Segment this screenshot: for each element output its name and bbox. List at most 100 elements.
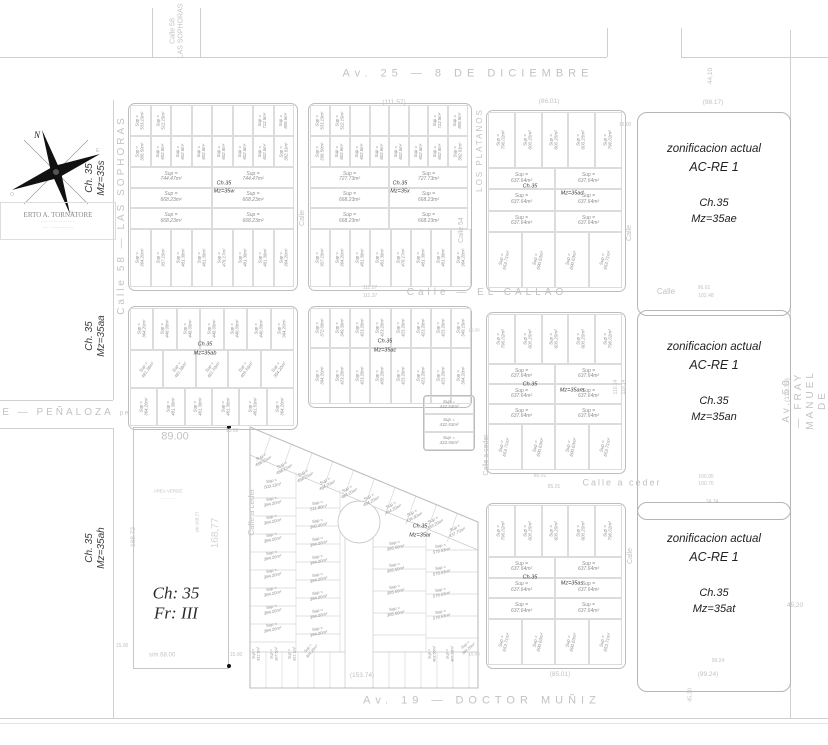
lot-cell: Sup = 808.5m² (447, 105, 468, 136)
lot-cell: Sup = 423.28m² (410, 348, 431, 404)
block-code-35x-ch: Ch.35 (392, 180, 408, 187)
lot-cell: Sup = 727.73m² (389, 167, 468, 188)
dim-15-00-b: 15.00 (225, 428, 239, 434)
lot-cell: Sup = 602.5m² (253, 136, 274, 167)
surveyor-subline-2: ···· · ····· ······ ···· (42, 225, 74, 231)
zoning-title: zonificacion actual (667, 341, 761, 353)
lot-label: Sup = 321.1m² (287, 647, 296, 661)
dim-111-37: 111.37 (362, 293, 378, 299)
lot-cell: Sup = 637.64m² (555, 189, 622, 211)
lot-cell: Sup = 637.64m² (555, 577, 622, 599)
lot-cell: Sup = 637.64m² (488, 404, 555, 424)
block-code-35w-ch: Ch.35 (216, 180, 232, 187)
lot-cell (389, 105, 409, 136)
lot-cell: Sup = 602.5m² (350, 136, 370, 167)
lot-cell: Sup = 668.23m² (389, 208, 468, 229)
lot-cell: Sup = 637.64m² (488, 210, 555, 232)
bottom-boundary-line (0, 718, 828, 719)
lot-cell: Sup = 364.20m² (130, 229, 151, 287)
label-area-verde: AREA VERDE (153, 488, 183, 494)
dim-110-14-b: 110.14 (621, 379, 627, 395)
lot-label: Sup = 331.5m² (251, 647, 260, 661)
street-calle-gi: Calle (626, 548, 634, 564)
lot-cell: Sup = 481.38m² (430, 229, 452, 287)
penaloza-line-top (0, 400, 113, 401)
dim-153-74-paren: (153.74) (349, 672, 375, 680)
lot-cell: Sup = 372.08m² (310, 308, 331, 348)
lot-cell: Sup = 668.23m² (389, 187, 468, 209)
dim-85-01-a: 85.01 (533, 473, 547, 479)
lot-cell: Sup = 744.47m² (212, 167, 294, 188)
lot-cell: Sup = 637.64m² (555, 598, 622, 619)
dim-100-76: 100.76 (698, 481, 714, 487)
lot-cell: Sup = 600.25m² (541, 112, 569, 168)
lot-cell: Sup = 423.28m² (390, 308, 411, 348)
dim-89-00: 89.00 (161, 430, 189, 443)
dim-sn-168-77: s/n 168.77 (194, 511, 200, 533)
lot-cell: Sup = 796.02m² (595, 505, 622, 557)
lot-cell (212, 105, 233, 136)
lot-cell: Sup = 602.5m² (232, 136, 253, 167)
block-code-35as-ch: Ch.35 (522, 574, 538, 581)
lot-cell: Sup = 712.5m² (253, 105, 274, 136)
lot-cell: Sup = 398.50m² (310, 136, 331, 167)
label-ch35-mz35s: Ch. 35 Mz=35s (84, 160, 107, 196)
lot-cell: Sup = 600.25m² (568, 314, 596, 364)
compass-rose-icon: N E S O (10, 130, 100, 217)
block-code-35ab-ch: Ch.35 (197, 341, 213, 348)
lot-cell: Sup = 602.5m² (150, 136, 171, 167)
lot-cell: Sup = 423.28m² (430, 348, 452, 404)
lot-cell: Sup = 533.19m² (310, 105, 331, 136)
lot-cell: Sup = 744.47m² (130, 167, 212, 188)
lot-cell: Sup = 481.38m² (191, 229, 212, 287)
dim-86-01-paren: (86.01) (538, 98, 560, 106)
bottom-boundary-line-2 (0, 723, 828, 724)
lot-cell (350, 105, 370, 136)
dim-44-10: 44,10 (707, 67, 715, 85)
street-calle-a-ceder-v1: Calle a ceder (482, 434, 490, 476)
survey-point (227, 664, 231, 668)
dim-15-00-c: 15.00 (115, 643, 129, 649)
lot-cell: Sup = 637.64m² (488, 598, 555, 619)
lot-cell: Sup = 349.15m² (451, 308, 472, 348)
survey-point (227, 425, 231, 429)
lot-cell: Sup = 405.53m² (228, 350, 262, 388)
label-area-verde-2: ····· ····· (159, 495, 177, 501)
block-code-35ac: Mz=35ac (373, 347, 397, 354)
lot-cell: Sup = 653.71m² (588, 232, 622, 288)
dim-85-01-paren: (85.01) (549, 671, 571, 679)
lot-cell: Sup = 364.20m² (270, 308, 294, 350)
lot-cell: Sup = 600.25m² (541, 314, 569, 364)
svg-text:O: O (10, 192, 14, 198)
lot-cell: Sup = 600.63m² (555, 232, 589, 288)
lot-cell: Sup = 432.53m² (424, 396, 474, 414)
lot-cell: Sup = 602.5m² (389, 136, 409, 167)
block-code-35ar: Mz=35ar (409, 532, 431, 539)
label-ch35-fr-iii: Ch: 35 Fr: III (152, 583, 200, 622)
zoning-mz: Mz=35ae (691, 212, 737, 225)
lot-cell (408, 105, 429, 136)
dim-110-14-a: 110.14 (613, 379, 619, 395)
svg-text:E: E (96, 148, 100, 154)
surveyor-subline-1: ····· · ····· ····· ·· ···· (40, 219, 76, 225)
lot-cell: Sup = 364.20m² (130, 388, 158, 426)
lot-cell: Sup = 481.38m² (171, 229, 192, 287)
left-street-line-upper (113, 100, 114, 400)
street-calle-left: Calle (298, 210, 306, 226)
top-boundary-line-left (0, 57, 607, 58)
lot-cell: Sup = 637.64m² (488, 384, 555, 404)
lot-cell: Sup = 423.28m² (410, 308, 431, 348)
lot-cell: Sup = 600.25m² (568, 505, 596, 557)
lot-cell: Sup = 423.28m² (350, 348, 371, 404)
street-el-callao: Calle — EL CALLAO (406, 287, 568, 298)
lot-cell: Sup = 602.5m² (171, 136, 192, 167)
street-av-19-doctor-muniz: Av. 19 — DOCTOR MUÑIZ (363, 694, 601, 707)
block-mz35ac (308, 306, 472, 408)
